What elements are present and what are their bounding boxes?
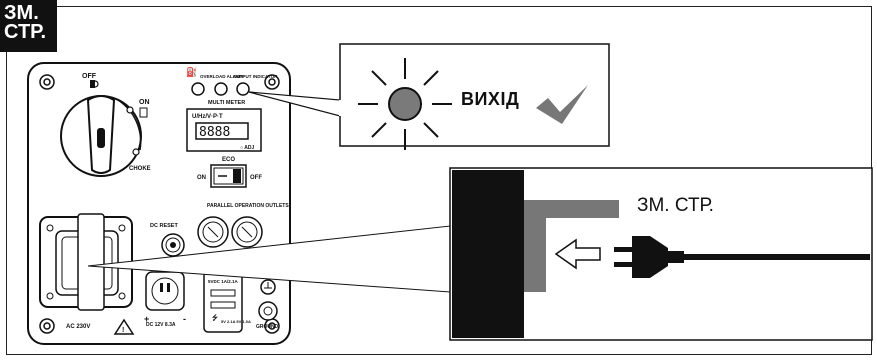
dc-reset: DC RESET xyxy=(150,223,185,257)
dc-outlet: + - DC 12V 8.3A xyxy=(144,271,186,328)
label-adj: ○ ADJ xyxy=(240,145,254,151)
check-icon xyxy=(536,85,588,124)
label-choke: CHOKE xyxy=(129,166,151,172)
socket-cross-section xyxy=(452,170,524,338)
cable-wire xyxy=(524,200,619,218)
socket-zoom-callout xyxy=(87,167,873,341)
socket-interior xyxy=(524,200,546,292)
svg-text:⛽: ⛽ xyxy=(186,66,197,77)
label-ground: GROUND xyxy=(256,324,279,330)
corner-tag-line1: ЗМ. xyxy=(4,2,39,24)
eco-switch: ECO ON OFF xyxy=(197,157,262,188)
label-usb-spec: 5V 2.1A 5V 1.0A xyxy=(221,319,251,324)
cable-label: ЗМ. СТР. xyxy=(637,195,714,216)
label-overload: OVERLOAD ALARM xyxy=(200,74,243,79)
plug-icon xyxy=(614,236,870,278)
corner-tag-line2: СТР. xyxy=(4,21,47,43)
label-usb: 5VDC 1A/2.1A xyxy=(208,279,239,284)
label-dc: DC 12V 8.3A xyxy=(146,322,176,328)
label-output-indicator: OUTPUT INDICATOR xyxy=(233,74,278,79)
corner-tag: ЗМ. СТР. xyxy=(0,0,57,52)
indicator-lights: ⛽ OVERLOAD ALARM OUTPUT INDICATOR xyxy=(186,66,278,96)
label-eco-off: OFF xyxy=(250,175,262,181)
svg-text:!: ! xyxy=(122,327,124,334)
control-panel: OFF ON CHOKE ⛽ OVERLOAD ALARM OUTPUT IND… xyxy=(27,62,291,345)
meter-digits: 8888 xyxy=(199,125,230,140)
label-eco: ECO xyxy=(222,157,235,163)
parallel-outlets: PARALLEL OPERATION OUTLETS xyxy=(197,203,289,248)
label-meter-units: U/Hz/V·P·T xyxy=(192,114,223,120)
engine-switch-knob: OFF ON CHOKE xyxy=(60,73,151,177)
output-indicator-label: ВИХІД xyxy=(461,89,520,109)
label-ac: AC 230V xyxy=(66,324,90,330)
label-on: ON xyxy=(139,99,150,106)
multimeter: MULTI METER U/Hz/V·P·T 8888 ○ ADJ xyxy=(186,100,262,152)
ground-terminal: GROUND xyxy=(256,279,279,330)
insert-arrow-icon xyxy=(554,238,601,270)
label-dc-reset: DC RESET xyxy=(150,223,178,229)
usb-ports: 5VDC 1A/2.1A ⭍ 5V 2.1A 5V 1.0A xyxy=(203,271,251,333)
label-multimeter: MULTI METER xyxy=(208,100,245,106)
ac-socket: AC 230V ! xyxy=(39,213,135,335)
svg-text:⭍: ⭍ xyxy=(212,314,218,322)
label-eco-on: ON xyxy=(197,175,206,181)
label-parallel: PARALLEL OPERATION OUTLETS xyxy=(207,203,289,209)
label-plus: + xyxy=(144,314,149,324)
label-minus: - xyxy=(183,314,186,324)
output-led-callout xyxy=(248,43,610,150)
output-led xyxy=(236,82,250,96)
led-glow xyxy=(388,87,422,121)
label-off: OFF xyxy=(82,73,97,80)
